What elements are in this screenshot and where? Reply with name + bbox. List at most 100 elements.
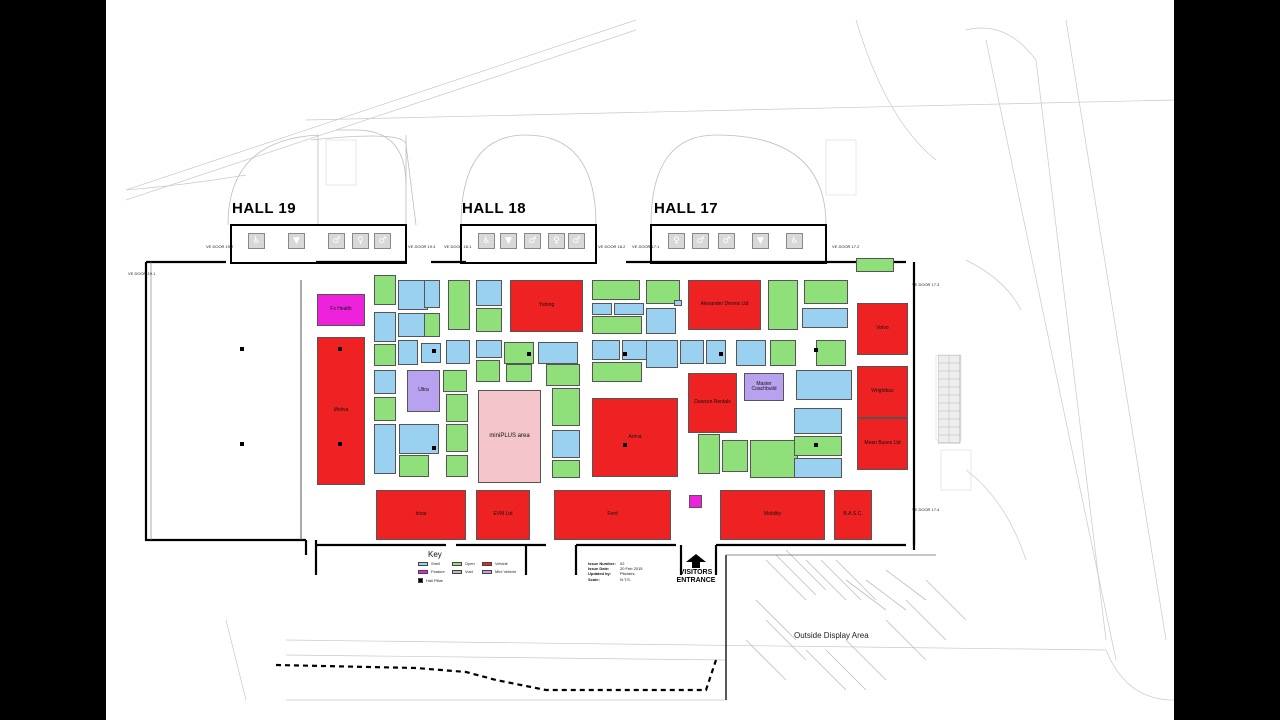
hall-pillar bbox=[527, 352, 531, 356]
exhibitor-stand[interactable] bbox=[538, 342, 578, 364]
exhibitor-stand[interactable] bbox=[804, 280, 848, 304]
stand-mean-buses[interactable]: Mean Buses Ltd bbox=[857, 418, 908, 470]
exhibitor-stand[interactable] bbox=[680, 340, 704, 364]
feature-stand[interactable] bbox=[689, 495, 702, 508]
exhibitor-stand[interactable] bbox=[592, 316, 642, 334]
exhibitor-stand[interactable] bbox=[646, 308, 676, 334]
toilet-icon: ▼ bbox=[288, 233, 305, 249]
exhibitor-stand[interactable] bbox=[374, 275, 396, 305]
exhibitor-stand[interactable] bbox=[476, 360, 500, 382]
hall-pillar bbox=[240, 347, 244, 351]
exhibitor-stand[interactable] bbox=[768, 280, 798, 330]
ve-door-label: VE DOOR 17.3 bbox=[912, 282, 940, 287]
exhibitor-stand[interactable] bbox=[476, 308, 502, 332]
exhibitor-stand[interactable] bbox=[424, 280, 440, 308]
stand-evm[interactable]: EVM Ltd bbox=[476, 490, 530, 540]
exhibitor-stand[interactable] bbox=[794, 458, 842, 478]
exhibitor-stand[interactable] bbox=[706, 340, 726, 364]
hall-pillar bbox=[814, 348, 818, 352]
exhibitor-stand[interactable] bbox=[399, 455, 429, 477]
exhibitor-stand[interactable] bbox=[448, 280, 470, 330]
stand-mobility[interactable]: Mobility bbox=[720, 490, 825, 540]
stand-ford[interactable]: Ford bbox=[554, 490, 671, 540]
stand-volvo[interactable]: Volvo bbox=[857, 303, 908, 355]
exhibitor-stand[interactable] bbox=[816, 340, 846, 366]
exhibitor-stand[interactable] bbox=[546, 364, 580, 386]
ve-door-label: VE DOOR 19.1 bbox=[128, 271, 156, 276]
exhibitor-stand[interactable] bbox=[722, 440, 748, 472]
toilet-icon: ♀ bbox=[352, 233, 369, 249]
exhibitor-stand[interactable] bbox=[552, 388, 580, 426]
stand-arriva[interactable]: Arriva bbox=[592, 398, 678, 477]
ve-door-label: VE DOOR 19.3 bbox=[408, 244, 436, 249]
exhibitor-stand[interactable] bbox=[856, 258, 894, 272]
exhibitor-stand[interactable] bbox=[698, 434, 720, 474]
hall-pillar bbox=[240, 442, 244, 446]
exhibitor-stand[interactable] bbox=[646, 340, 678, 368]
exhibitor-stand[interactable] bbox=[421, 343, 441, 363]
exhibitor-stand[interactable] bbox=[552, 460, 580, 478]
visitors-entrance-label: VISITORS ENTRANCE bbox=[676, 569, 716, 584]
exhibitor-stand[interactable] bbox=[476, 280, 502, 306]
exhibitor-stand[interactable] bbox=[446, 424, 468, 452]
outside-display-label: Outside Display Area bbox=[794, 631, 869, 640]
ve-door-label: VE DOOR 18.2 bbox=[598, 244, 626, 249]
exhibitor-stand[interactable] bbox=[506, 364, 532, 382]
stand-basc[interactable]: B.A.S.C. bbox=[834, 490, 872, 540]
stand-wrightbus[interactable]: Wrightbus bbox=[857, 366, 908, 418]
exhibitor-stand[interactable] bbox=[592, 303, 612, 315]
exhibitor-stand[interactable] bbox=[592, 340, 620, 360]
hall-pillar bbox=[338, 347, 342, 351]
exhibitor-stand[interactable] bbox=[802, 308, 848, 328]
exhibitor-stand[interactable] bbox=[446, 455, 468, 477]
exhibitor-stand[interactable] bbox=[736, 340, 766, 366]
hall-pillar bbox=[623, 352, 627, 356]
exhibitor-stand[interactable] bbox=[794, 436, 842, 456]
exhibitor-stand[interactable] bbox=[504, 342, 534, 364]
exhibitor-stand[interactable] bbox=[794, 408, 842, 434]
exhibitor-stand[interactable] bbox=[374, 424, 396, 474]
exhibitor-stand[interactable] bbox=[374, 312, 396, 342]
stand-master-coachbuild[interactable]: Master Coachbuild bbox=[744, 373, 784, 401]
exhibitor-stand[interactable] bbox=[374, 370, 396, 394]
exhibitor-stand[interactable] bbox=[446, 340, 470, 364]
exhibitor-stand[interactable] bbox=[674, 300, 682, 306]
exhibitor-stand[interactable] bbox=[374, 397, 396, 421]
exhibitor-stand[interactable] bbox=[552, 430, 580, 458]
stand-alexander-dennis[interactable]: Alexander Dennis Ltd bbox=[688, 280, 761, 330]
exhibitor-stand[interactable] bbox=[796, 370, 852, 400]
exhibitor-stand[interactable] bbox=[592, 362, 642, 382]
exhibitor-stand[interactable] bbox=[398, 313, 428, 337]
stand-motiva[interactable]: Motiva bbox=[317, 337, 365, 485]
entrance-arrow-icon bbox=[686, 554, 706, 568]
exhibitor-stand[interactable] bbox=[614, 303, 644, 315]
stand-ultra[interactable]: Ultra bbox=[407, 370, 440, 412]
key-vehicle: Vehicle bbox=[482, 561, 508, 566]
exhibitor-stand[interactable] bbox=[476, 340, 502, 358]
exhibitor-stand[interactable] bbox=[424, 313, 440, 337]
toilet-icon: ♂ bbox=[568, 233, 585, 249]
exhibitor-stand[interactable] bbox=[443, 370, 467, 392]
hall-pillar bbox=[338, 442, 342, 446]
stand-yutong[interactable]: Yutong bbox=[510, 280, 583, 332]
miniplus-area[interactable]: miniPLUS area bbox=[478, 390, 541, 483]
hall-18-title: HALL 18 bbox=[462, 200, 527, 217]
ve-door-label: VE DOOR 17.2 bbox=[832, 244, 860, 249]
stand-dawson-rentals[interactable]: Dawson Rentals bbox=[688, 373, 737, 433]
stand-irizar[interactable]: Irizar bbox=[376, 490, 466, 540]
exhibitor-stand[interactable] bbox=[446, 394, 468, 422]
exhibitor-stand[interactable] bbox=[622, 340, 648, 360]
exhibitor-stand[interactable] bbox=[374, 344, 396, 366]
exhibitor-stand[interactable] bbox=[592, 280, 640, 300]
stand-fx-health[interactable]: Fx Health bbox=[317, 294, 365, 326]
toilet-icon: ♀ bbox=[668, 233, 685, 249]
toilet-icon: ♿ bbox=[248, 233, 265, 249]
toilet-icon: ♂ bbox=[692, 233, 709, 249]
exhibitor-stand[interactable] bbox=[646, 280, 680, 304]
floor-plan: HALL 19 HALL 18 HALL 17 ♿ ▼ ♂ ♀ ♂ ♿ ▼ ♂ … bbox=[106, 0, 1174, 720]
exhibitor-stand[interactable] bbox=[750, 440, 798, 478]
exhibitor-stand[interactable] bbox=[398, 340, 418, 365]
exhibitor-stand[interactable] bbox=[770, 340, 796, 366]
key-title: Key bbox=[428, 550, 442, 559]
